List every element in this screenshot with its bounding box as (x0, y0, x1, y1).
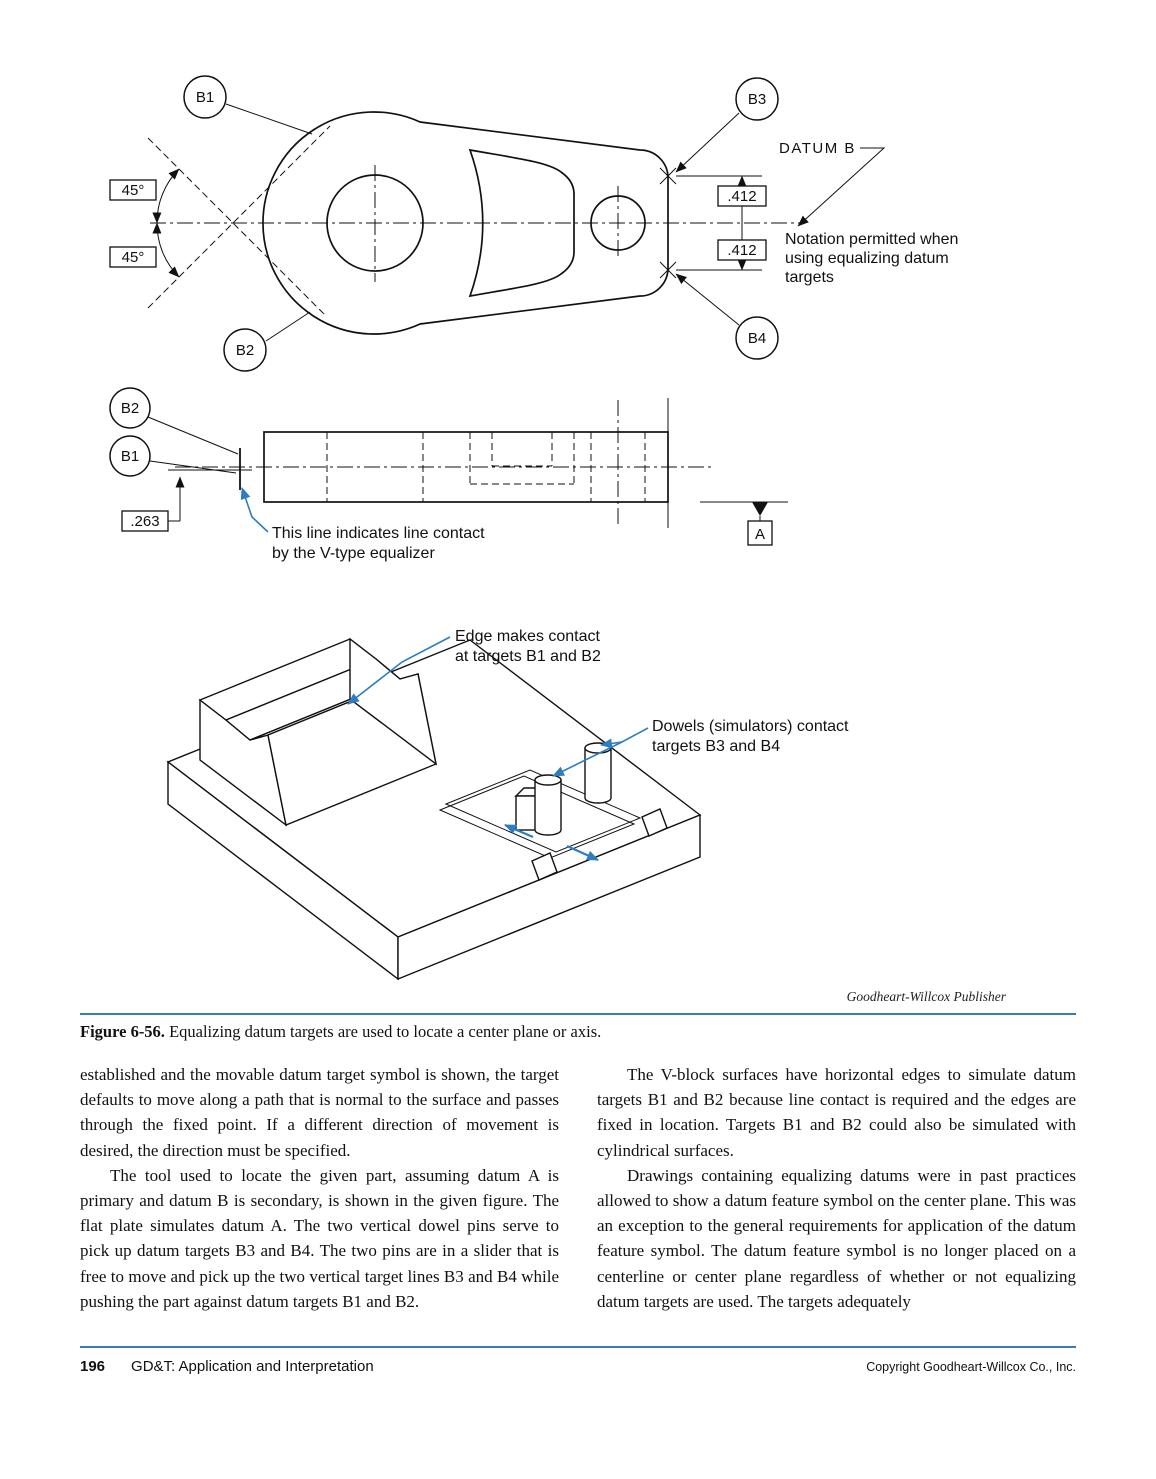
dowel-note-line1: Dowels (simulators) contact (652, 718, 849, 735)
footer-left: 196 GD&T: Application and Interpretation (80, 1358, 374, 1375)
construction-line-45-up (147, 125, 331, 309)
edge-contact-note: Edge makes contact at targets B1 and B2 (347, 628, 601, 705)
dim-412-lower-value: .412 (727, 242, 756, 259)
line-contact-leader (240, 487, 269, 533)
dowel-note-line2: targets B3 and B4 (652, 738, 780, 755)
datum-triangle-icon (752, 502, 768, 516)
datum-target-balloon-b2-side: B2 (109, 387, 239, 455)
dowel-note: Dowels (simulators) contact targets B3 a… (552, 718, 849, 777)
dowel-pin-1 (534, 774, 562, 836)
datum-target-balloon-b2: B2 (223, 311, 311, 372)
figure-drawing: B1 B2 B3 B4 45° (109, 75, 958, 981)
dim-412-upper-value: .412 (727, 188, 756, 205)
dim-263-value: .263 (130, 513, 159, 530)
line-contact-note: This line indicates line contact by the … (240, 487, 485, 562)
balloon-b3-label: B3 (748, 91, 766, 108)
plate-notch-2 (531, 852, 558, 881)
notation-note-line1: Notation permitted when (785, 231, 958, 248)
dim-263-group: .263 (121, 469, 252, 532)
part-outline (262, 111, 669, 335)
datum-b-label: DATUM B (779, 140, 856, 157)
edge-note-line2: at targets B1 and B2 (455, 648, 601, 665)
target-point-lower-icon (659, 261, 677, 279)
dim-412-group: .412 .412 (676, 175, 767, 271)
caption-rule (80, 1013, 1076, 1015)
angle-dim-lower: 45° (109, 222, 180, 278)
balloon-b1-label: B1 (196, 89, 214, 106)
line-contact-note-line2: by the V-type equalizer (272, 545, 435, 562)
datum-a-letter: A (755, 526, 765, 543)
top-view: B1 B2 B3 B4 45° (109, 75, 958, 372)
column-right: The V-block surfaces have horizontal edg… (597, 1062, 1076, 1314)
book-title: GD&T: Application and Interpretation (131, 1358, 374, 1376)
slide-direction-arrows-icon (504, 823, 599, 862)
publisher-credit: Goodheart-Willcox Publisher (846, 989, 1006, 1004)
paragraph: The V-block surfaces have horizontal edg… (597, 1065, 1076, 1160)
dowel-leader-1 (600, 727, 649, 749)
hidden-lines (326, 432, 646, 502)
datum-feature-symbol-a: A (700, 501, 788, 546)
datum-target-balloon-b4: B4 (675, 273, 779, 360)
target-point-upper-icon (659, 167, 677, 185)
column-left: established and the movable datum target… (80, 1062, 559, 1314)
isometric-view: Edge makes contact at targets B1 and B2 … (166, 628, 849, 981)
caption-text: Equalizing datum targets are used to loc… (164, 1022, 602, 1041)
balloon-b4-label: B4 (748, 330, 766, 347)
center-slot (468, 148, 575, 298)
notation-note: Notation permitted when using equalizing… (785, 231, 958, 286)
angle-lower-value: 45° (122, 249, 145, 266)
edge-note-line1: Edge makes contact (455, 628, 601, 645)
small-hole (590, 195, 646, 251)
construction-line-45-down (147, 137, 326, 316)
dowel-leader-2 (552, 741, 623, 777)
paragraph: established and the movable datum target… (80, 1065, 559, 1160)
footer-rule (80, 1346, 1076, 1349)
plate-notch-1 (641, 808, 668, 837)
datum-b-label-group: DATUM B (779, 140, 886, 227)
notation-note-line2: using equalizing datum (785, 250, 949, 267)
edge-contact-leader (347, 636, 451, 705)
angle-dim-upper: 45° (109, 168, 180, 224)
datum-target-balloon-b1-side: B1 (109, 435, 237, 477)
page-number: 196 (80, 1358, 106, 1376)
dowel-pin-2 (584, 742, 612, 804)
angle-upper-value: 45° (122, 182, 145, 199)
figure-caption: Figure 6-56. Equalizing datum targets ar… (80, 1022, 1076, 1042)
balloon-b2-side-label: B2 (121, 400, 139, 417)
caption-label: Figure 6-56. (80, 1022, 165, 1041)
balloon-b1-side-label: B1 (121, 448, 139, 465)
line-contact-note-line1: This line indicates line contact (272, 525, 485, 542)
front-view: B2 B1 .263 This line indicates line cont… (109, 387, 788, 562)
datum-target-balloon-b1: B1 (183, 75, 313, 135)
v-block (198, 637, 438, 827)
body-columns: established and the movable datum target… (80, 1062, 1076, 1314)
paragraph: The tool used to locate the given part, … (80, 1165, 559, 1311)
datum-target-balloon-b3: B3 (675, 77, 779, 173)
datum-b-leader (797, 147, 886, 227)
large-hole (326, 174, 424, 272)
balloon-b2-label: B2 (236, 342, 254, 359)
paragraph: Drawings containing equalizing datums we… (597, 1165, 1076, 1311)
copyright-text: Copyright Goodheart-Willcox Co., Inc. (866, 1360, 1076, 1375)
notation-note-line3: targets (785, 269, 834, 286)
